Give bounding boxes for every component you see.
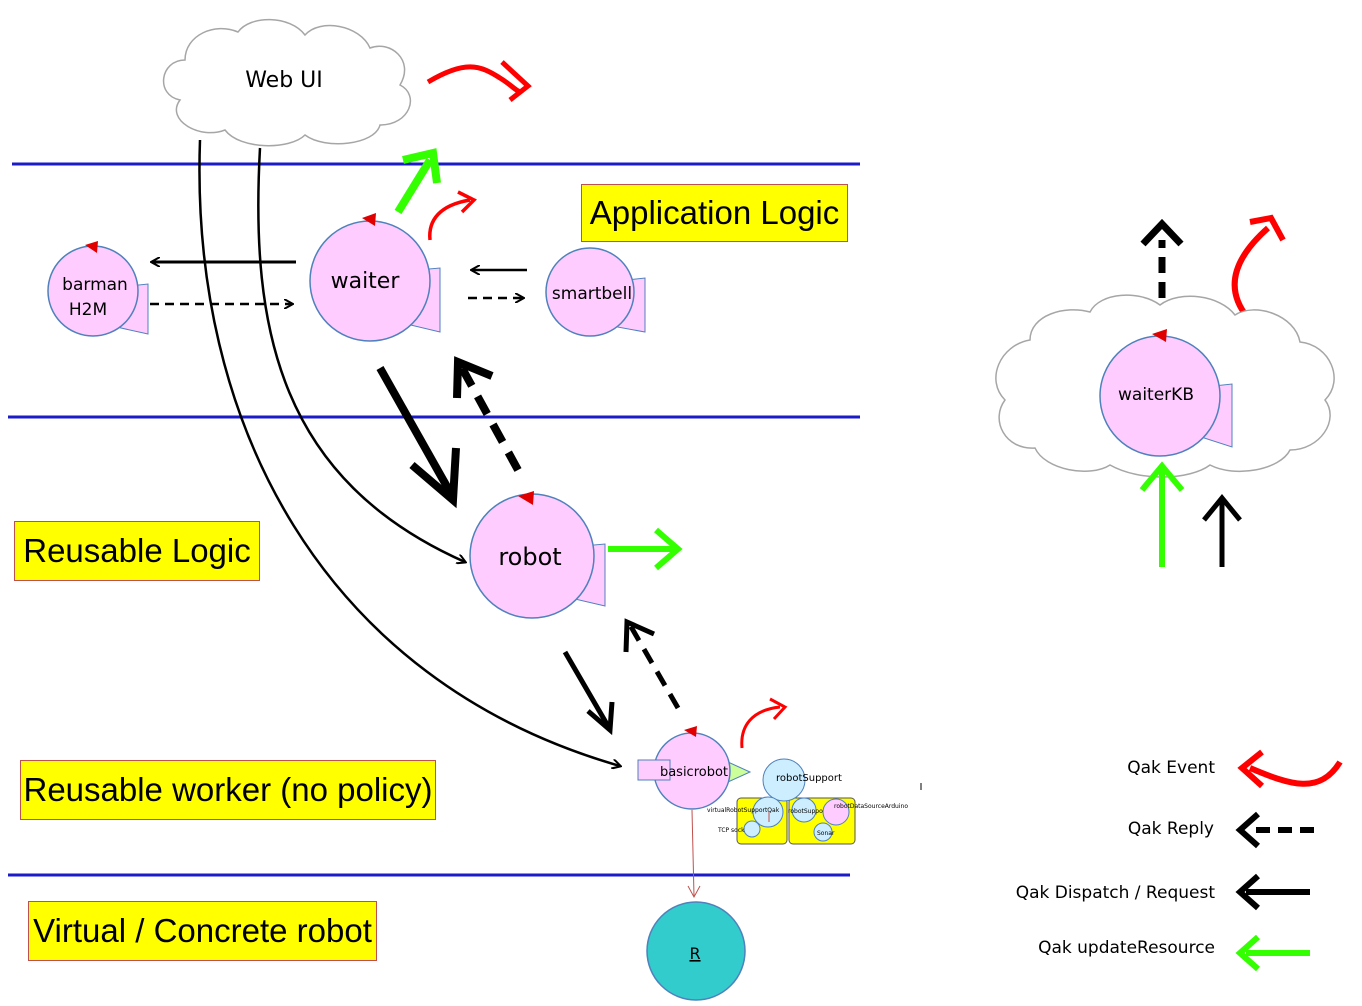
sonar-label: Sonar xyxy=(817,830,835,837)
robotsupport2-label: robotSupport xyxy=(788,808,828,815)
barman-actor: barman H2M xyxy=(47,241,149,337)
basicrobot-to-r-link xyxy=(691,809,695,897)
tcp-label: TCP sock xyxy=(717,827,745,834)
legend-dispatch-label: Qak Dispatch / Request xyxy=(1015,883,1215,903)
waiter-update-arrow xyxy=(394,157,434,215)
waiterkb-label: waiterKB xyxy=(1118,385,1194,405)
basicrobot-event-arrow xyxy=(740,705,781,749)
legend-event-label: Qak Event xyxy=(1127,758,1215,778)
layer-worker: Reusable worker (no policy) xyxy=(20,760,436,820)
robotsupport-label: robotSupport xyxy=(776,773,842,784)
robot-to-waiter-reply xyxy=(458,366,522,472)
basicrobot-label: basicrobot xyxy=(660,765,728,780)
waiterkb-cloud: waiterKB xyxy=(995,294,1335,478)
basicrobot-actor: basicrobot xyxy=(637,726,752,810)
robot-label: robot xyxy=(498,543,561,571)
legend-dispatch-symbol xyxy=(1235,873,1310,911)
webui-label: Web UI xyxy=(245,68,323,93)
basicrobot-to-robot-reply xyxy=(627,623,681,710)
robotsupport-cluster: robotSupport virtualRobotSupportQak TCP … xyxy=(707,758,908,845)
robot-actor: robot xyxy=(469,491,606,619)
virtual-support-label: virtualRobotSupportQak xyxy=(707,807,780,814)
webui-to-basicrobot-curve xyxy=(198,139,620,766)
smartbell-label: smartbell xyxy=(552,284,632,304)
barman-label-2: H2M xyxy=(69,300,107,320)
waiter-actor: waiter xyxy=(309,213,441,342)
barman-label-1: barman xyxy=(62,275,128,295)
waiter-label: waiter xyxy=(331,269,401,294)
legend-update-symbol xyxy=(1235,934,1310,972)
robot-to-basicrobot-request xyxy=(562,650,611,728)
legend-reply-label: Qak Reply xyxy=(1127,819,1214,839)
layer-reusable: Reusable Logic xyxy=(14,521,260,581)
legend-event-symbol xyxy=(1237,749,1343,789)
robot-resource: R xyxy=(646,901,746,1001)
waiter-to-robot-request xyxy=(376,366,454,494)
waiter-event-arrow xyxy=(428,198,471,241)
webui-cloud: Web UI xyxy=(163,18,411,147)
r-label: R xyxy=(689,944,700,963)
webui-to-robot-curve xyxy=(257,147,465,562)
arduino-label: robotDataSourceArduino xyxy=(834,803,908,810)
smartbell-actor: smartbell xyxy=(545,247,646,337)
layer-robot: Virtual / Concrete robot xyxy=(28,901,377,961)
waiterkb-event-arrow xyxy=(1231,225,1270,320)
layer-application: Application Logic xyxy=(581,184,848,242)
legend-update-label: Qak updateResource xyxy=(1038,938,1215,958)
webui-event-arrow xyxy=(426,64,522,95)
legend-reply-symbol xyxy=(1235,811,1314,849)
